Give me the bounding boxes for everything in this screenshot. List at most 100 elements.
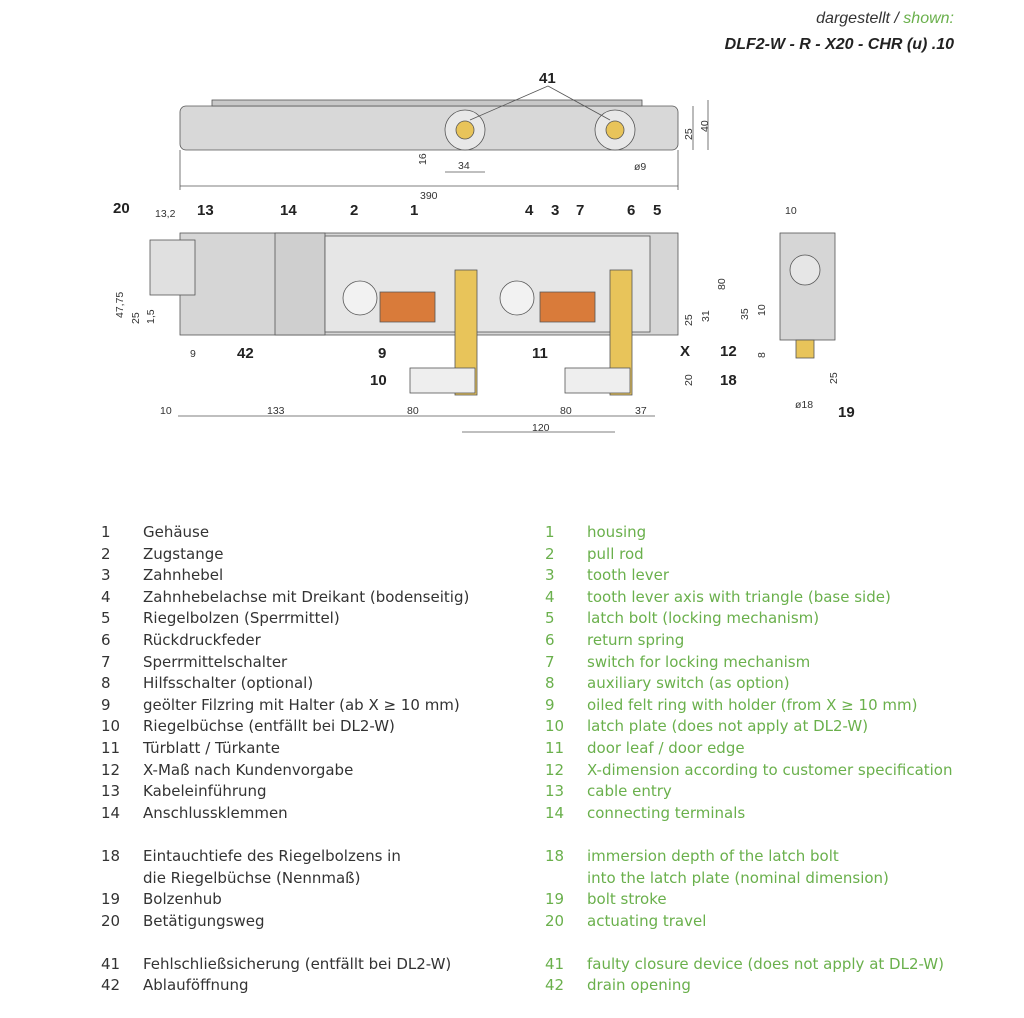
dim-side-10b: 10 [756, 304, 768, 316]
label-12: 12 [720, 343, 737, 360]
label-3: 3 [551, 202, 559, 219]
legend-item: 8 auxiliary switch (as option) [545, 673, 953, 695]
dim-390: 390 [420, 190, 438, 202]
legend-text: into the latch plate (nominal dimension) [587, 868, 889, 887]
legend-number: 1 [545, 523, 555, 541]
legend-number: 13 [545, 782, 565, 801]
dim-20: 20 [683, 374, 695, 386]
legend-text: tooth lever [587, 566, 670, 585]
label-14: 14 [280, 202, 297, 219]
legend-number: 8 [545, 674, 555, 693]
front-view [149, 232, 836, 433]
dim-side-10: 10 [785, 205, 797, 217]
dim-47-75: 47,75 [114, 292, 126, 318]
legend-number: 5 [545, 609, 555, 628]
dim-133: 133 [267, 405, 285, 417]
legend-number: 11 [101, 738, 121, 757]
legend-text: Anschlussklemmen [143, 803, 288, 822]
legend-text: Rückdruckfeder [143, 630, 261, 649]
dim-34: 34 [458, 160, 470, 172]
legend-number: 4 [545, 587, 555, 606]
front-labels: 20 13,2 13 14 2 1 4 3 7 6 5 47,75 25 1,5… [113, 200, 737, 434]
label-1: 1 [410, 202, 418, 219]
label-10: 10 [370, 372, 387, 389]
legend-item: 14 Anschlussklemmen [101, 803, 469, 825]
technical-drawing: 41 16 34 25 40 ø9 390 20 13,2 13 14 2 1 … [113, 70, 855, 434]
label-19: 19 [838, 404, 855, 421]
shown-caption: dargestellt / shown: [816, 10, 954, 28]
legend-text: Zahnhebelachse mit Dreikant (bodenseitig… [143, 587, 470, 606]
legend-item: 19 bolt stroke [545, 889, 953, 911]
shown-de: dargestellt / [816, 10, 904, 27]
label-4: 4 [525, 202, 534, 219]
legend-text: Riegelbüchse (entfällt bei DL2-W) [143, 717, 395, 736]
legend-text: Hilfsschalter (optional) [143, 674, 314, 693]
legend-text: switch for locking mechanism [587, 652, 811, 671]
legend-text: auxiliary switch (as option) [587, 674, 790, 693]
legend-text: Gehäuse [143, 523, 210, 541]
legend-number: 7 [101, 652, 111, 671]
dim-25: 25 [130, 312, 142, 324]
dim-dia18: ø18 [795, 399, 813, 411]
legend-item: 11 Türblatt / Türkante [101, 738, 469, 760]
legend-text: actuating travel [587, 911, 707, 930]
legend-text: geölter Filzring mit Halter (ab X ≥ 10 m… [143, 695, 460, 714]
dim-dia9: ø9 [634, 161, 646, 173]
dim-40: 40 [699, 120, 711, 132]
label-2: 2 [350, 202, 358, 219]
legend-number: 18 [545, 846, 565, 865]
legend-text: bolt stroke [587, 890, 667, 909]
legend-text: cable entry [587, 782, 672, 801]
legend-number: 19 [545, 890, 565, 909]
model-code: DLF2-W - R - X20 - CHR (u) .10 [724, 36, 954, 53]
legend-text: latch plate (does not apply at DL2-W) [587, 717, 869, 736]
label-9: 9 [378, 345, 386, 362]
dim-8: 8 [756, 352, 768, 358]
label-20: 20 [113, 200, 130, 217]
dim-120: 120 [532, 422, 550, 434]
label-41: 41 [539, 70, 556, 87]
dim-80-b: 80 [560, 405, 572, 417]
dim-80-vertical: 80 [716, 278, 728, 290]
legend-number: 9 [101, 695, 111, 714]
legend-number: 10 [101, 717, 121, 736]
legend-number: 6 [545, 630, 555, 649]
legend-number: 41 [545, 954, 565, 973]
legend-item: 1 housing [545, 522, 953, 544]
dim-35: 35 [739, 308, 751, 320]
legend-text: Türblatt / Türkante [143, 738, 281, 757]
dim-1-5: 1,5 [145, 309, 157, 324]
legend-text: Eintauchtiefe des Riegelbolzens in [143, 846, 401, 865]
legend-text: X-Maß nach Kundenvorgabe [143, 760, 354, 779]
legend-text: drain opening [587, 976, 691, 995]
legend-number: 42 [545, 976, 565, 995]
legend-item-continued: die Riegelbüchse (Nennmaß) [101, 868, 469, 890]
legend-number: 14 [101, 803, 121, 822]
legend-number: 18 [101, 846, 121, 865]
label-x: X [680, 343, 690, 360]
dim-10-bottom: 10 [160, 405, 172, 417]
legend-item: 9 geölter Filzring mit Halter (ab X ≥ 10 … [101, 695, 469, 717]
legend-text: housing [587, 523, 647, 541]
legend-item: 10 Riegelbüchse (entfällt bei DL2-W) [101, 716, 469, 738]
legend-text: pull rod [587, 544, 644, 563]
